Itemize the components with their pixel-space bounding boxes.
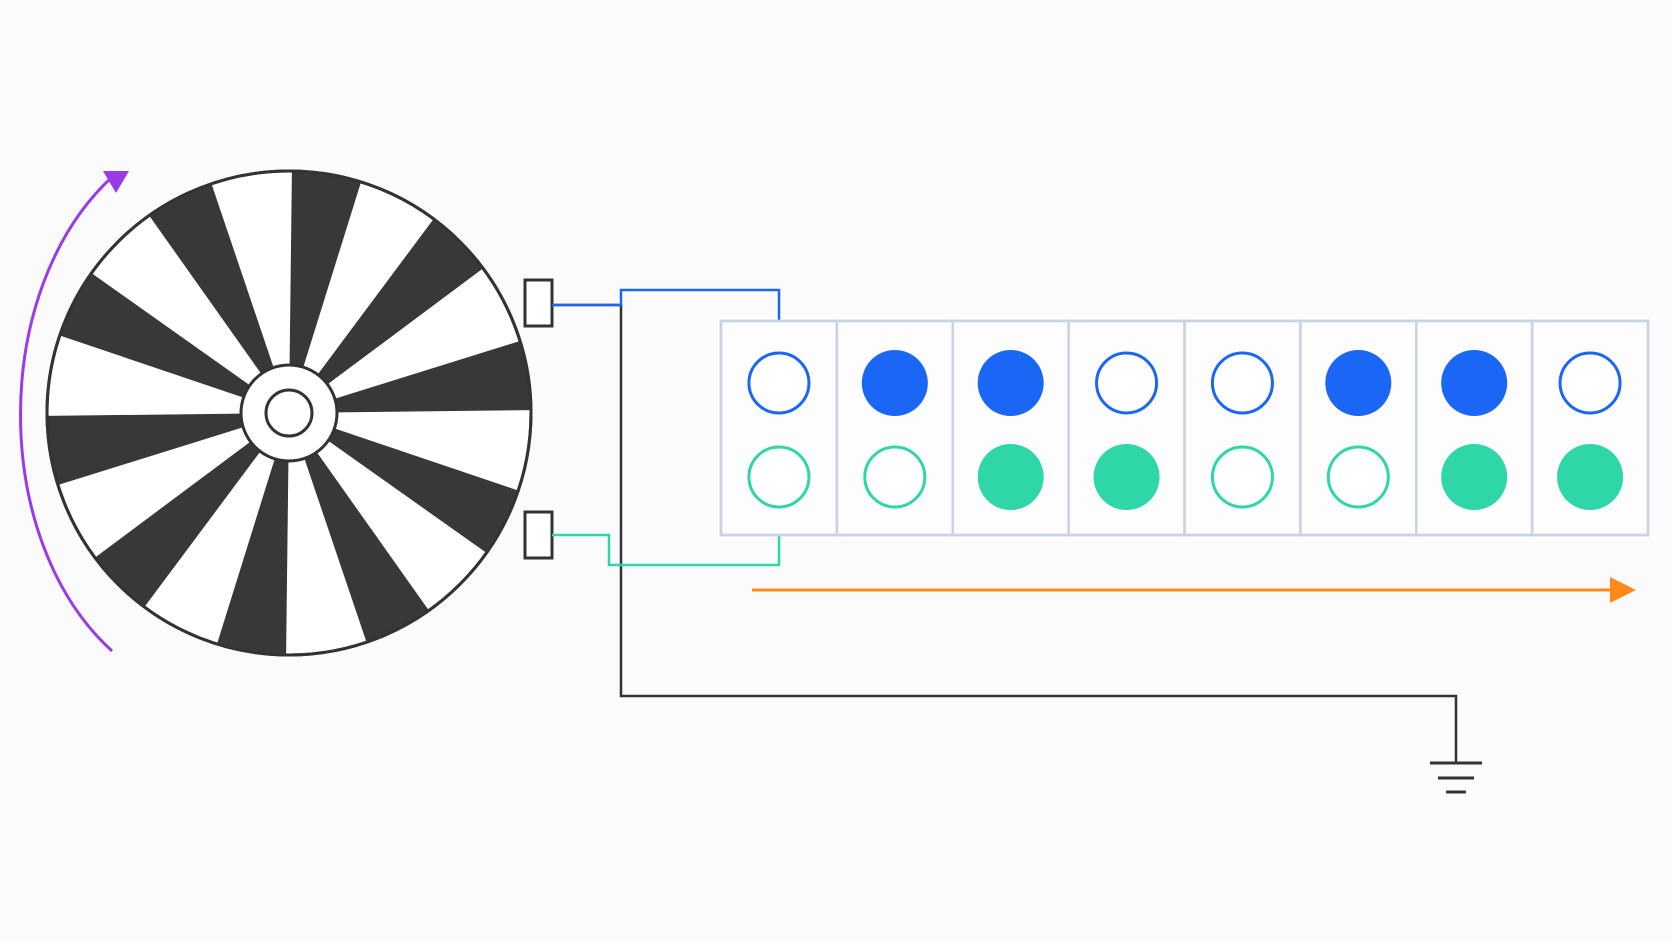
direction-arrow-icon bbox=[752, 577, 1636, 603]
wheel-dark-segment bbox=[94, 441, 261, 608]
channel-b-state-on bbox=[977, 444, 1044, 510]
direction-arrowhead bbox=[1610, 577, 1636, 603]
code-wheel bbox=[45, 169, 533, 657]
state-cell bbox=[1530, 319, 1650, 537]
channel-a-state-on bbox=[1441, 350, 1508, 416]
wheel-dark-segment bbox=[317, 218, 484, 385]
channel-a-wire bbox=[552, 288, 781, 321]
wheel-rim bbox=[45, 169, 533, 657]
wheel-dark-segment bbox=[289, 171, 362, 368]
channel-b-wire bbox=[552, 533, 781, 567]
wheel-axle bbox=[264, 388, 314, 438]
channel-b-state-on bbox=[1441, 444, 1508, 510]
wheel-dark-segment bbox=[304, 452, 429, 643]
channel-a-state-off bbox=[747, 351, 811, 415]
wheel-dark-segment bbox=[334, 340, 531, 413]
channel-b-state-off bbox=[1326, 445, 1390, 509]
state-table bbox=[719, 319, 1650, 537]
channel-b-state-off bbox=[1210, 445, 1274, 509]
channel-b-state-on bbox=[1557, 444, 1624, 510]
sensor-a bbox=[523, 278, 554, 328]
channel-a-state-on bbox=[1325, 350, 1392, 416]
channel-a-state-on bbox=[977, 350, 1044, 416]
rotation-arc bbox=[19, 175, 114, 653]
channel-a-state-off bbox=[1095, 351, 1159, 415]
channel-a-state-off bbox=[1558, 351, 1622, 415]
rotation-arrow-icon bbox=[19, 171, 129, 653]
channel-b-state-on bbox=[1093, 444, 1160, 510]
ground-icon bbox=[1430, 761, 1482, 794]
sensor-b bbox=[523, 510, 554, 560]
rotation-arrowhead bbox=[103, 171, 129, 193]
channel-a-state-on bbox=[861, 350, 928, 416]
wheel-dark-segment bbox=[216, 458, 289, 655]
wheel-dark-segment bbox=[47, 413, 244, 486]
wheel-dark-segment bbox=[59, 273, 250, 398]
wheel-dark-segment bbox=[149, 183, 274, 374]
wheel-sectors bbox=[47, 171, 531, 655]
channel-b-state-off bbox=[863, 445, 927, 509]
channel-b-state-off bbox=[747, 445, 811, 509]
wheel-dark-segment bbox=[328, 428, 519, 553]
channel-a-state-off bbox=[1210, 351, 1274, 415]
